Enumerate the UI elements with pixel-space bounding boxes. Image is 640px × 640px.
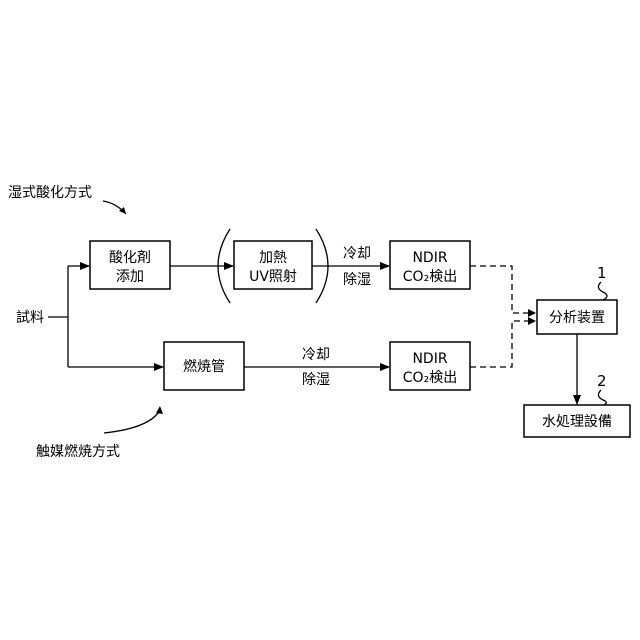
ref-number-2-leader <box>598 390 606 405</box>
heat-uv-box: 加熱 UV照射 <box>234 241 312 289</box>
water-facility-box: 水処理設備 <box>524 405 630 437</box>
ndir2-box: NDIR CO₂検出 <box>390 342 470 390</box>
catalytic-method-leader <box>104 410 160 433</box>
heat-uv-box-line2: UV照射 <box>249 269 297 285</box>
edge-ndir1-to-analyzer <box>470 266 534 313</box>
cool1-label-line2: 除湿 <box>343 272 371 288</box>
edge-ndir2-to-analyzer <box>470 321 534 367</box>
ref-number-1: 1 <box>597 264 607 282</box>
ref-number-1-leader <box>598 282 607 300</box>
analyzer-box: 分析装置 <box>537 300 617 334</box>
oxidant-box: 酸化剤 添加 <box>90 241 170 289</box>
cool2-label-line2: 除湿 <box>302 372 330 388</box>
ndir1-box: NDIR CO₂検出 <box>390 241 470 289</box>
cool2-label-line1: 冷却 <box>302 347 330 363</box>
combustion-box-label: 燃焼管 <box>183 358 225 375</box>
sample-label: 試料 <box>16 310 44 326</box>
oxidant-box-line2: 添加 <box>116 269 144 285</box>
ndir1-box-line2: CO₂検出 <box>403 269 457 285</box>
wet-method-label: 湿式酸化方式 <box>8 185 92 201</box>
catalytic-method-label: 触媒燃焼方式 <box>36 443 120 460</box>
ndir1-box-line1: NDIR <box>412 250 447 266</box>
analyzer-arrowhead-top <box>528 309 536 317</box>
water-facility-box-label: 水処理設備 <box>542 414 612 430</box>
cool1-label-line1: 冷却 <box>343 246 371 262</box>
heat-uv-box-line1: 加熱 <box>259 250 287 266</box>
analyzer-box-label: 分析装置 <box>549 310 605 326</box>
ref-number-2: 2 <box>597 372 607 390</box>
analyzer-arrowhead-bottom <box>528 317 536 325</box>
combustion-box: 燃焼管 <box>164 342 244 390</box>
ndir2-box-line2: CO₂検出 <box>403 370 457 386</box>
catalytic-method-leader-arrowhead <box>156 406 163 414</box>
ndir2-box-line1: NDIR <box>412 351 447 367</box>
oxidant-box-line1: 酸化剤 <box>109 250 151 266</box>
